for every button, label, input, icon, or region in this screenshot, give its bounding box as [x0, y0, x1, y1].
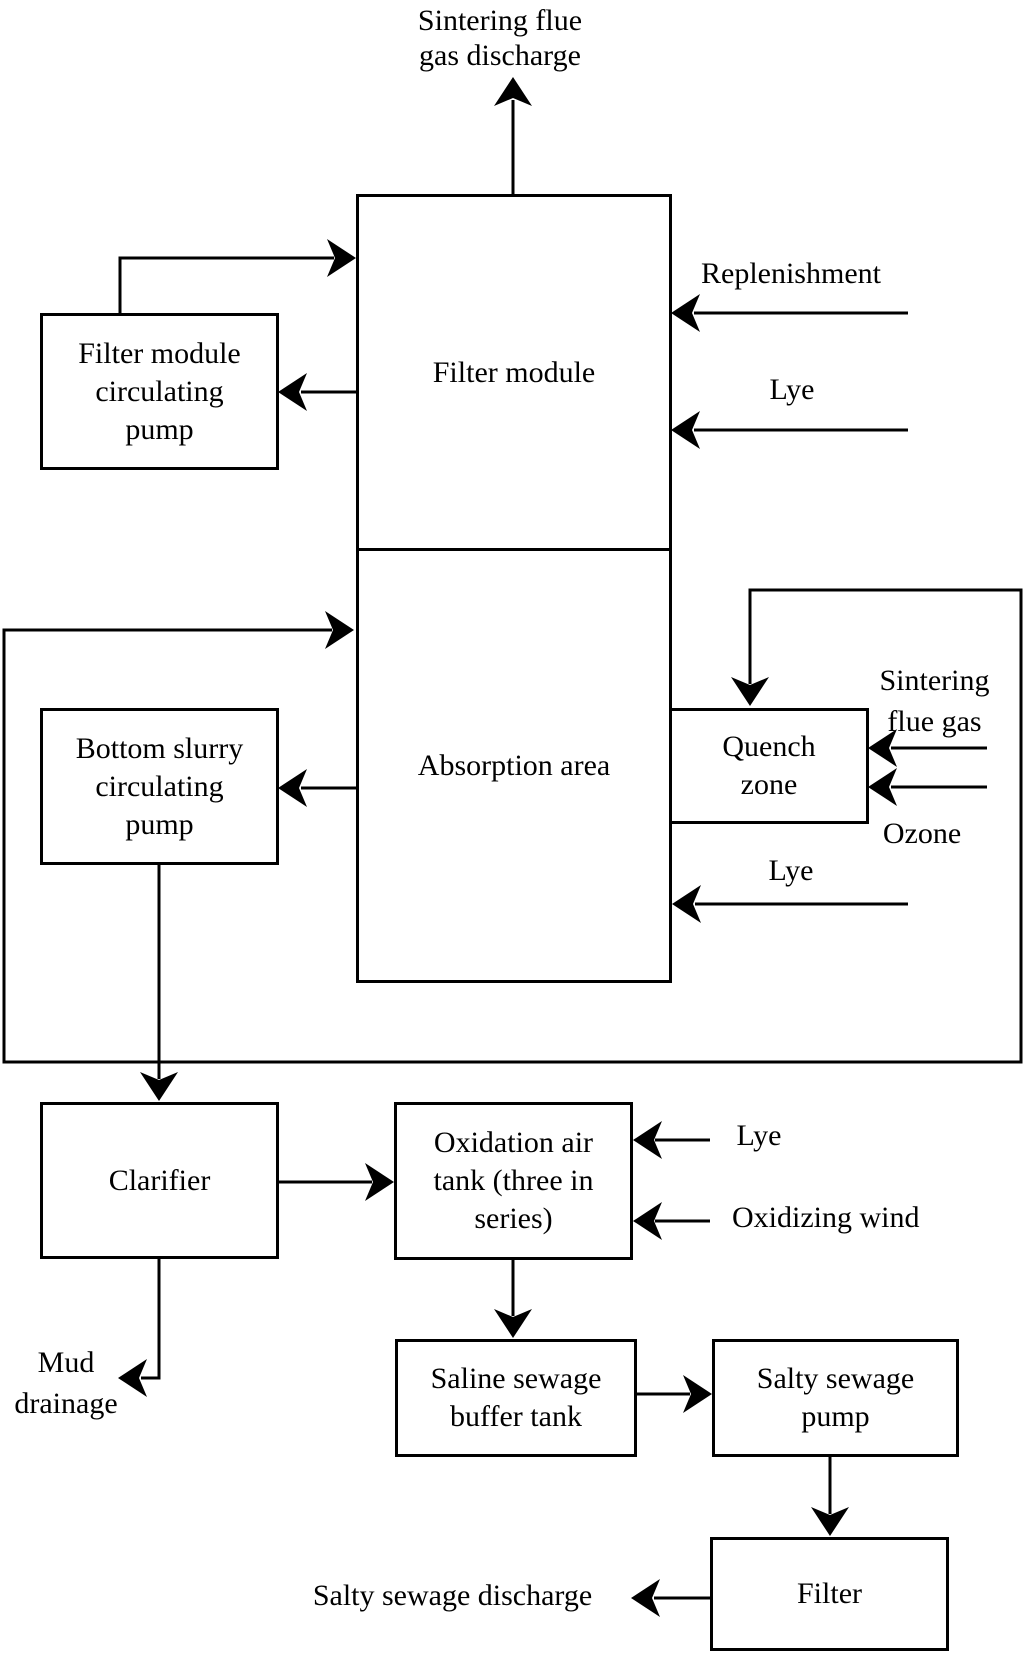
absorption-to-pump-arrowhead-left [278, 769, 307, 807]
saltypump-to-filter-arrowhead-down [811, 1507, 849, 1536]
lye-oxidation-label: Lye [736, 1119, 782, 1152]
filter-label: Filter [797, 1577, 862, 1610]
bottom-slurry-circulating-pump-box: Bottom slurry circulating pump [40, 708, 279, 865]
saline-to-saltypump-arrowhead-right [683, 1375, 712, 1413]
filter-box: Filter [710, 1537, 949, 1651]
loop-to-quench-arrowhead-down [731, 677, 769, 706]
lye-filter-arrowhead-left [671, 411, 700, 449]
mud-drainage-arrowhead-left [118, 1359, 147, 1397]
lye-filter-label: Lye [769, 373, 815, 406]
pump-to-filter-arrowhead-right [327, 239, 356, 277]
oxidation-air-tank-label: Oxidation air tank (three in series) [433, 1126, 594, 1235]
filter-to-discharge-arrowhead-left [631, 1579, 660, 1617]
sintering-flue-gas-arrowhead-left [868, 729, 897, 767]
salty-sewage-pump-label: Salty sewage pump [756, 1362, 915, 1433]
oxidizing-wind-label: Oxidizing wind [732, 1201, 920, 1234]
oxidation-to-saline-arrowhead-down [494, 1309, 532, 1338]
filter-module-box: Filter module [356, 194, 672, 551]
mud-drainage-arrow-shaft [141, 1259, 161, 1380]
ozone-arrowhead-left [868, 768, 897, 806]
lye-absorption-label: Lye [768, 854, 814, 887]
filter-module-label: Filter module [432, 355, 596, 389]
sintering-flue-gas-discharge-label: Sintering flue gas discharge [417, 4, 583, 72]
pump-to-clarifier-arrowhead-down [140, 1072, 178, 1101]
sintering-flue-gas-label: Sintering flue gas [879, 664, 990, 738]
replenishment-label: Replenishment [701, 257, 881, 290]
oxidizing-wind-arrowhead-left [633, 1202, 662, 1240]
absorption-area-box: Absorption area [356, 548, 672, 983]
oxidation-air-tank-box: Oxidation air tank (three in series) [394, 1102, 633, 1260]
lye-absorption-arrowhead-left [672, 885, 701, 923]
filter-module-circulating-pump-label: Filter module circulating pump [78, 336, 241, 446]
quench-zone-label: Quench zone [722, 730, 816, 801]
saline-sewage-buffer-tank-box: Saline sewage buffer tank [395, 1339, 637, 1457]
lye-oxidation-arrowhead-left [633, 1121, 662, 1159]
clarifier-box: Clarifier [40, 1102, 279, 1259]
absorption-area-label: Absorption area [417, 748, 611, 782]
quench-zone-box: Quench zone [669, 708, 869, 824]
clarifier-to-oxidation-arrowhead-right [365, 1163, 394, 1201]
saline-sewage-buffer-tank-label: Saline sewage buffer tank [430, 1362, 602, 1433]
salty-sewage-discharge-label: Salty sewage discharge [312, 1579, 593, 1612]
mud-drainage-label: Mud drainage [14, 1346, 118, 1420]
salty-sewage-pump-box: Salty sewage pump [712, 1339, 959, 1457]
pump-to-filter-arrow-shaft [118, 256, 334, 314]
filter-module-circulating-pump-box: Filter module circulating pump [40, 313, 279, 470]
bottom-slurry-circulating-pump-label: Bottom slurry circulating pump [75, 731, 244, 841]
flue-discharge-arrowhead-up [494, 77, 532, 106]
ozone-label: Ozone [882, 817, 962, 850]
filter-to-pump-arrowhead-left [278, 373, 307, 411]
clarifier-label: Clarifier [108, 1163, 211, 1197]
replenishment-arrowhead-left [671, 294, 700, 332]
loop-to-absorption-arrowhead-right [325, 611, 354, 649]
recirculation-loop-shaft [2, 588, 1023, 1064]
